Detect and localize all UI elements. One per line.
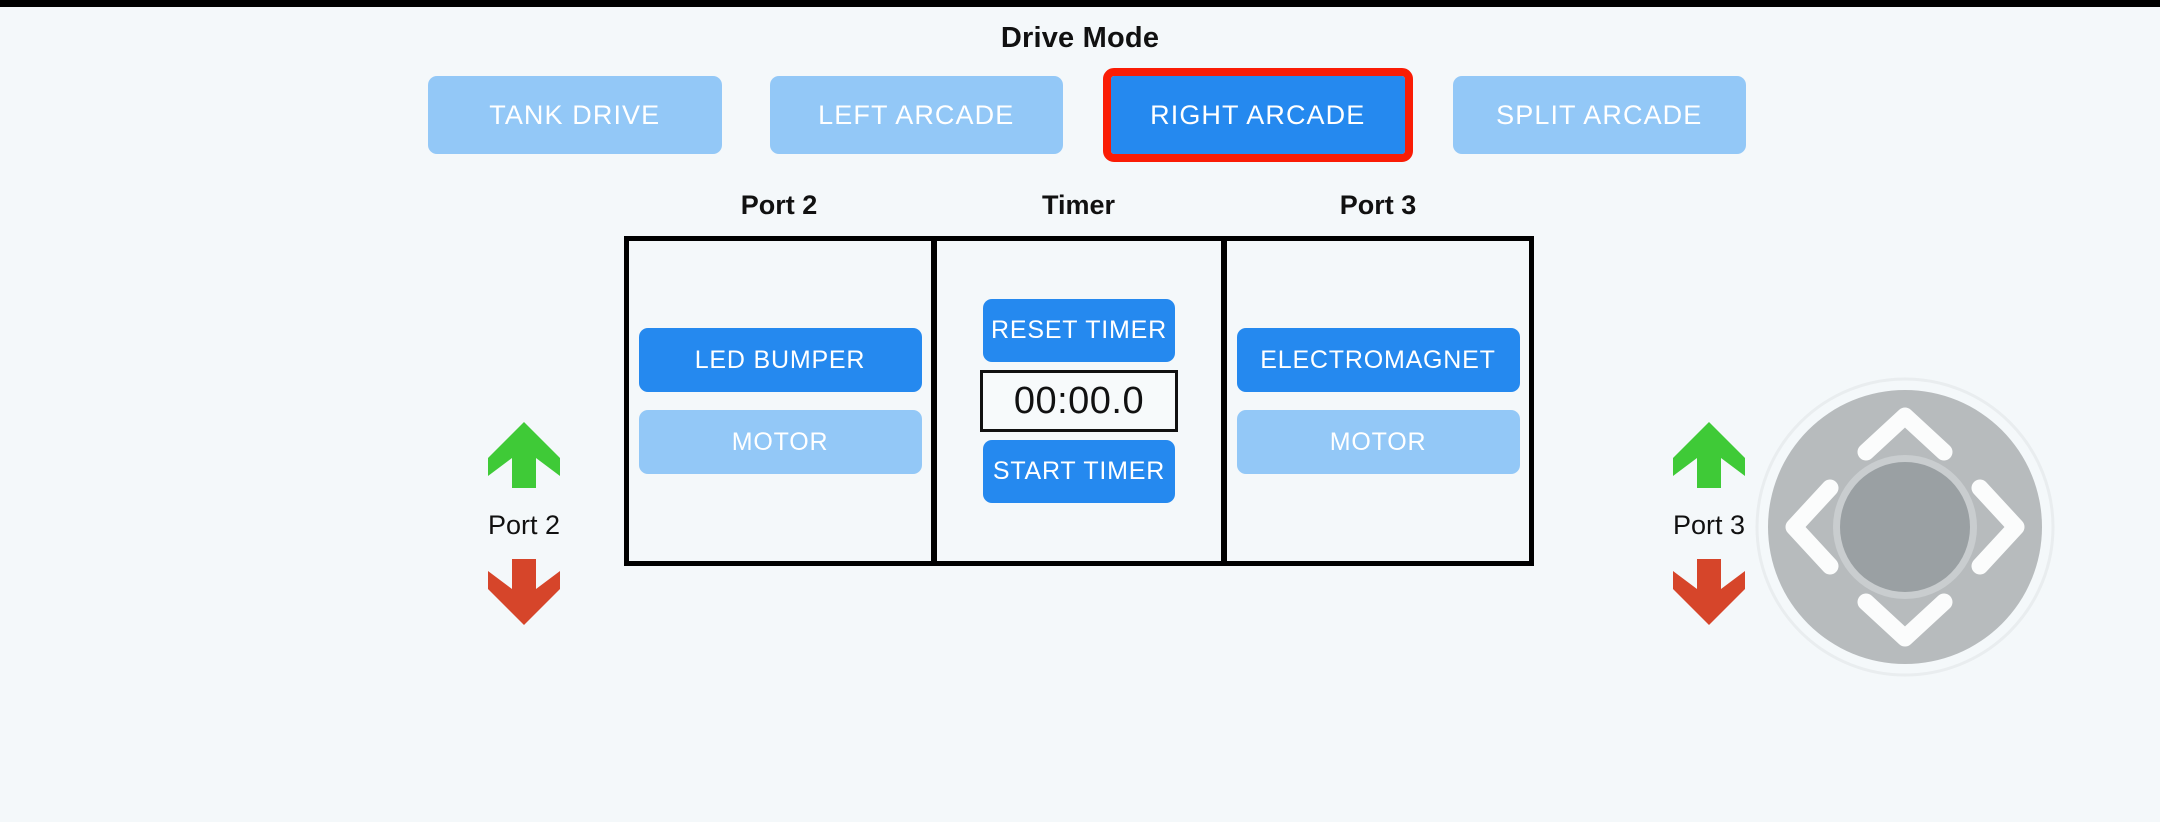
arrow-down-icon[interactable] — [486, 557, 562, 627]
panels-container: LED BUMPER MOTOR RESET TIMER 00:00.0 STA… — [624, 236, 1534, 566]
dpad-knob[interactable] — [1840, 462, 1970, 592]
arrow-down-icon[interactable] — [1671, 557, 1747, 627]
page-title: Drive Mode — [1000, 22, 1160, 54]
direction-pad[interactable] — [1755, 377, 2055, 677]
start-timer-button[interactable]: START TIMER — [983, 440, 1175, 503]
panel-heading-timer: Timer — [1041, 190, 1116, 220]
reset-timer-button[interactable]: RESET TIMER — [983, 299, 1175, 362]
port2-label: Port 2 — [487, 510, 561, 540]
port2-motor-button[interactable]: MOTOR — [638, 410, 922, 474]
port2-arrow-controls: Port 2 — [424, 420, 624, 627]
panel-port2: LED BUMPER MOTOR — [624, 236, 934, 566]
panel-heading-port2: Port 2 — [740, 190, 818, 220]
dpad-chevron-left-icon[interactable] — [1785, 479, 1839, 575]
drive-mode-left-arcade[interactable]: LEFT ARCADE — [769, 76, 1063, 154]
dpad-chevron-down-icon[interactable] — [1857, 593, 1953, 647]
port3-label: Port 3 — [1672, 510, 1746, 540]
panel-port3: ELECTROMAGNET MOTOR — [1224, 236, 1534, 566]
drive-mode-button-group: TANK DRIVE LEFT ARCADE RIGHT ARCADE SPLI… — [428, 68, 1746, 162]
arrow-up-icon[interactable] — [1671, 420, 1747, 490]
dpad-chevron-right-icon[interactable] — [1971, 479, 2025, 575]
top-black-bar — [0, 0, 2160, 7]
dpad-outer-ring — [1755, 377, 2055, 677]
panel-timer: RESET TIMER 00:00.0 START TIMER — [934, 236, 1224, 566]
arrow-up-icon[interactable] — [486, 420, 562, 490]
drive-mode-tank-drive[interactable]: TANK DRIVE — [428, 76, 722, 154]
port2-led-bumper-button[interactable]: LED BUMPER — [638, 328, 922, 392]
panel-heading-port3: Port 3 — [1339, 190, 1417, 220]
port3-electromagnet-button[interactable]: ELECTROMAGNET — [1236, 328, 1520, 392]
port3-motor-button[interactable]: MOTOR — [1236, 410, 1520, 474]
dpad-chevron-up-icon[interactable] — [1857, 407, 1953, 461]
timer-display: 00:00.0 — [980, 370, 1178, 432]
drive-mode-split-arcade[interactable]: SPLIT ARCADE — [1452, 76, 1746, 154]
drive-mode-right-arcade[interactable]: RIGHT ARCADE — [1103, 68, 1413, 162]
port3-arrow-controls: Port 3 — [1609, 420, 1809, 627]
